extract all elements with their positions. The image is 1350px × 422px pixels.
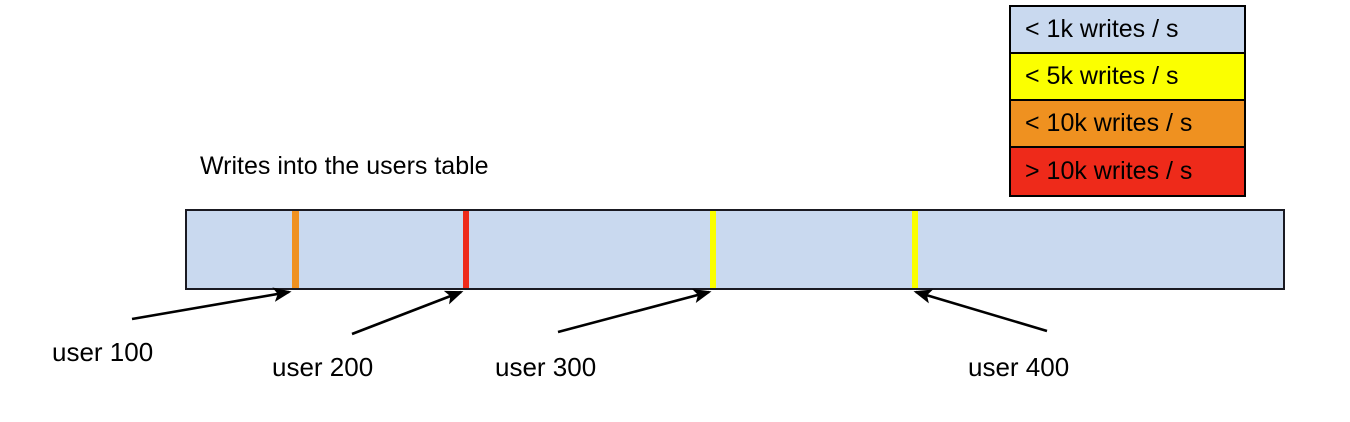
legend-row-under-10k: < 10k writes / s (1011, 101, 1244, 148)
legend-label-under-10k: < 10k writes / s (1025, 109, 1193, 137)
user-300-arrow (557, 288, 712, 334)
legend-row-over-10k: > 10k writes / s (1011, 148, 1244, 195)
user-400-marker (912, 211, 919, 288)
user-300-marker (710, 211, 717, 288)
legend-label-over-10k: > 10k writes / s (1025, 157, 1193, 185)
user-200-label: user 200 (272, 352, 374, 382)
user-100-marker (291, 211, 299, 288)
bar-background-fill (187, 211, 1283, 288)
users-table-range-bar (185, 209, 1285, 290)
legend: < 1k writes / s < 5k writes / s < 10k wr… (1009, 5, 1246, 197)
user-300-label: user 300 (495, 352, 597, 382)
legend-label-under-1k: < 1k writes / s (1025, 15, 1179, 43)
user-400-label: user 400 (968, 352, 1070, 382)
chart-caption: Writes into the users table (200, 152, 489, 180)
user-400-arrow (913, 289, 1048, 333)
user-200-arrow (351, 290, 464, 336)
user-100-label: user 100 (52, 337, 154, 367)
user-100-arrow (131, 287, 292, 321)
user-200-marker (462, 211, 469, 288)
legend-row-under-1k: < 1k writes / s (1011, 7, 1244, 54)
legend-row-under-5k: < 5k writes / s (1011, 54, 1244, 101)
legend-label-under-5k: < 5k writes / s (1025, 62, 1179, 90)
